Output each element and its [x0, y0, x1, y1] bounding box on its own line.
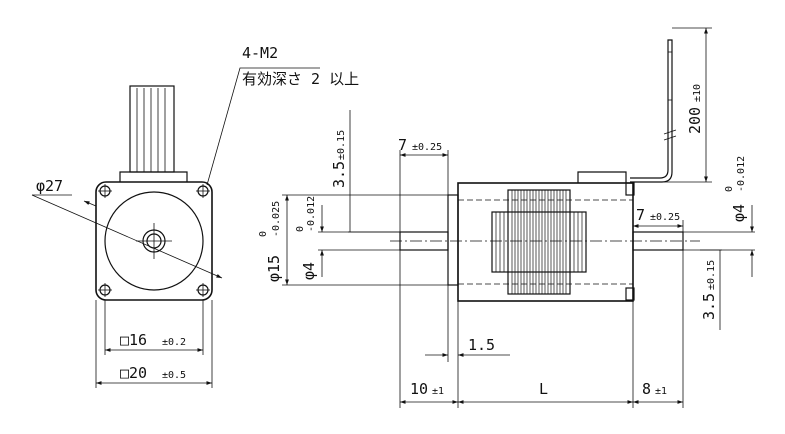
mounting-holes	[98, 184, 210, 297]
side-rear-connector	[577, 171, 627, 183]
pilot-dia: φ15	[265, 255, 283, 282]
inner-square-dim: □16	[120, 331, 147, 349]
outer-square-tol: ±0.5	[162, 370, 186, 381]
front-shaft-length: 7	[398, 136, 407, 154]
front-view: 4-M2 有効深さ 2 以上 φ27 □16 ±0.2 □20 ±0.5	[31, 44, 359, 388]
inner-square-tol: ±0.2	[162, 337, 186, 348]
lead-length: 200	[686, 107, 704, 134]
side-view: 200 ±10 7 ±0.25 3.5 ±0.15 φ15 0 -0.025 φ…	[258, 27, 755, 408]
lead-length-tol: ±10	[692, 84, 703, 102]
rear-extension-tol: ±1	[655, 386, 667, 397]
front-shaft-dia-tol-lower: -0.012	[306, 196, 317, 232]
front-flange-square	[95, 181, 213, 301]
body-length: L	[539, 380, 548, 398]
outer-square-dim: □20	[120, 364, 147, 382]
flange-thickness: 1.5	[468, 336, 495, 354]
front-shaft-dia-tol-upper: 0	[295, 226, 306, 232]
square-dimensions: □16 ±0.2 □20 ±0.5	[95, 300, 213, 388]
front-extension: 10	[410, 380, 428, 398]
lead-wire	[630, 39, 677, 183]
front-offset: 3.5	[330, 161, 348, 188]
pcd-label: φ27	[36, 177, 63, 195]
side-flange	[447, 194, 459, 286]
rear-extension: 8	[642, 380, 651, 398]
rear-shaft-dia-tol-lower: -0.012	[736, 156, 747, 192]
side-motor-body	[457, 182, 634, 302]
front-shaft-dia: φ4	[300, 262, 318, 280]
hole-depth-note: 有効深さ 2 以上	[242, 70, 359, 88]
front-extension-tol: ±1	[432, 386, 444, 397]
rear-offset-tol: ±0.15	[706, 260, 717, 290]
front-motor-body	[104, 191, 204, 291]
rear-offset: 3.5	[700, 293, 718, 320]
front-offset-tol: ±0.15	[336, 130, 347, 160]
pilot-dia-tol-lower: -0.025	[271, 201, 282, 237]
side-windings	[491, 189, 587, 295]
hole-callout: 4-M2	[242, 44, 278, 62]
rear-shaft-length-tol: ±0.25	[650, 212, 680, 223]
rear-shaft-dia-tol-upper: 0	[724, 186, 735, 192]
rear-shaft-dia: φ4	[730, 204, 748, 222]
rear-shaft-length: 7	[636, 206, 645, 224]
front-cable	[129, 85, 175, 173]
front-shaft-length-tol: ±0.25	[412, 142, 442, 153]
front-connector	[119, 171, 188, 182]
pilot-dia-tol-upper: 0	[258, 231, 269, 237]
